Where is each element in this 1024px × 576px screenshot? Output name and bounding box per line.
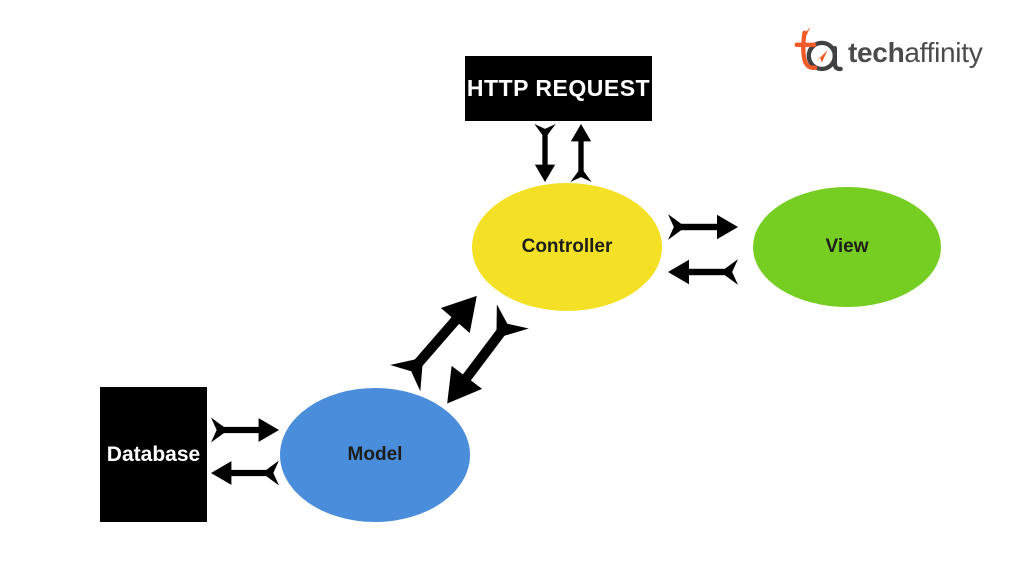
view-label: View [825, 236, 869, 257]
model-label: Model [347, 444, 403, 465]
wordmark-tech: tech [848, 37, 905, 68]
arrow-http-request-to-controller-icon [530, 124, 560, 182]
http-request-box: HTTP REQUEST [465, 56, 652, 121]
techaffinity-wordmark: techaffinity [848, 37, 983, 69]
techaffinity-logo-icon [794, 26, 843, 72]
arrow-controller-to-view-icon [668, 212, 738, 242]
view-node: View [753, 187, 941, 307]
arrow-view-to-controller-icon [668, 257, 738, 287]
database-box: Database [100, 387, 207, 522]
http-request-label: HTTP REQUEST [466, 75, 651, 101]
model-node: Model [280, 388, 470, 522]
arrow-database-to-model-icon [211, 415, 279, 445]
wordmark-affinity: affinity [904, 37, 983, 68]
arrow-controller-to-http-request-icon [566, 124, 596, 182]
controller-label: Controller [521, 236, 613, 257]
arrow-model-to-database-icon [211, 458, 279, 488]
techaffinity-logo: techaffinity [790, 26, 983, 80]
controller-node: Controller [472, 183, 662, 311]
database-label: Database [106, 442, 201, 466]
